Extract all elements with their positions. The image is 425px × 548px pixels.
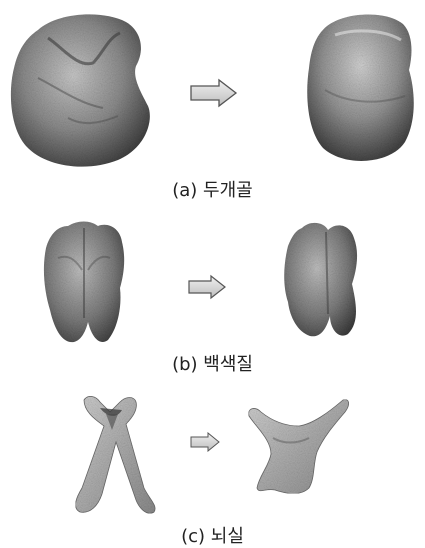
caption-b: (b) 백색질: [0, 350, 425, 376]
transform-arrow-b: [187, 274, 227, 300]
skull-before-image: [8, 8, 158, 170]
caption-c: (c) 뇌실: [0, 522, 425, 548]
transform-arrow-c: [189, 432, 221, 452]
white-matter-after-image: [274, 218, 374, 340]
ventricle-after-image: [243, 398, 353, 498]
transform-arrow-a: [189, 78, 239, 108]
white-matter-before-image: [38, 218, 130, 346]
skull-after-image: [305, 10, 417, 170]
ventricle-before-image: [66, 390, 166, 518]
caption-a: (a) 두개골: [0, 176, 425, 202]
